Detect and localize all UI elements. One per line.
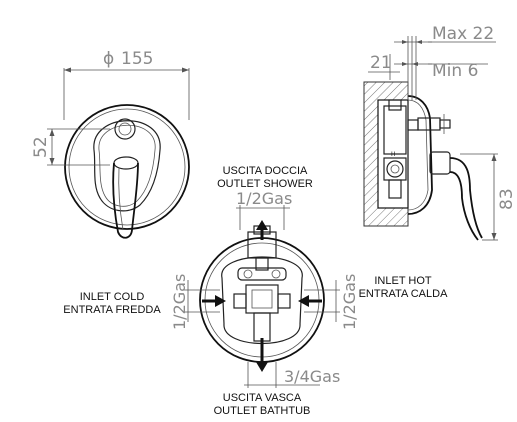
cold-inlet-arrow xyxy=(215,295,226,307)
pipe-size-dimensions xyxy=(184,205,340,388)
diameter-symbol: ϕ xyxy=(103,49,114,69)
inlet-cold-label-en: INLET COLD xyxy=(80,291,145,303)
faceplate-inner xyxy=(68,108,186,226)
max-depth-value: Max 22 xyxy=(432,24,494,44)
shower-outlet-arrow xyxy=(256,220,268,230)
flow-labels: USCITA DOCCIA OUTLET SHOWER INLET COLD E… xyxy=(63,165,448,417)
connection-view: 1/2Gas 1/2Gas 1/2Gas 3/4Gas xyxy=(170,189,359,388)
diameter-dimension: ϕ 155 xyxy=(63,49,190,120)
inlet-hot-label-it: ENTRATA CALDA xyxy=(359,288,448,300)
outlet-shower-label-en: OUTLET SHOWER xyxy=(217,178,313,190)
inlet-hot-label-en: INLET HOT xyxy=(374,275,432,287)
cold-inlet-size: 1/2Gas xyxy=(170,274,189,330)
faceplate-slot xyxy=(93,120,161,212)
height-52-value: 52 xyxy=(31,136,51,158)
inlet-cold-label-it: ENTRATA FREDDA xyxy=(63,304,161,316)
faceplate-side xyxy=(407,95,433,215)
height-52-dimension: 52 xyxy=(31,128,110,166)
lever-front xyxy=(112,156,139,239)
lever-83-value: 83 xyxy=(497,188,517,210)
bathtub-outlet-size: 3/4Gas xyxy=(284,367,340,386)
outlet-bathtub-label-en: OUTLET BATHTUB xyxy=(214,405,311,417)
diverter-knob xyxy=(114,118,136,140)
valve-body-side: H xyxy=(383,99,407,199)
bathtub-outlet-arrow xyxy=(256,362,268,372)
lever-side xyxy=(429,151,483,241)
depth-dimensions: Max 22 Min 6 21 xyxy=(368,24,496,100)
wall-offset-value: 21 xyxy=(370,53,392,73)
hot-marker-label: H xyxy=(391,151,396,158)
diameter-value: 155 xyxy=(121,49,153,69)
faceplate-outer xyxy=(64,104,190,230)
shower-outlet-size: 1/2Gas xyxy=(236,189,292,208)
flow-arrows xyxy=(202,220,322,372)
side-view: H 83 xyxy=(363,24,517,241)
diverter-stem-side xyxy=(407,114,451,134)
min-depth-value: Min 6 xyxy=(432,61,478,81)
outlet-bathtub-label-it: USCITA VASCA xyxy=(223,392,302,404)
outlet-shower-label-it: USCITA DOCCIA xyxy=(223,165,308,177)
lever-83-dimension: 83 xyxy=(460,153,517,241)
front-view: ϕ 155 52 xyxy=(31,49,190,239)
hot-inlet-size: 1/2Gas xyxy=(340,274,359,330)
hot-inlet-arrow xyxy=(298,295,309,307)
